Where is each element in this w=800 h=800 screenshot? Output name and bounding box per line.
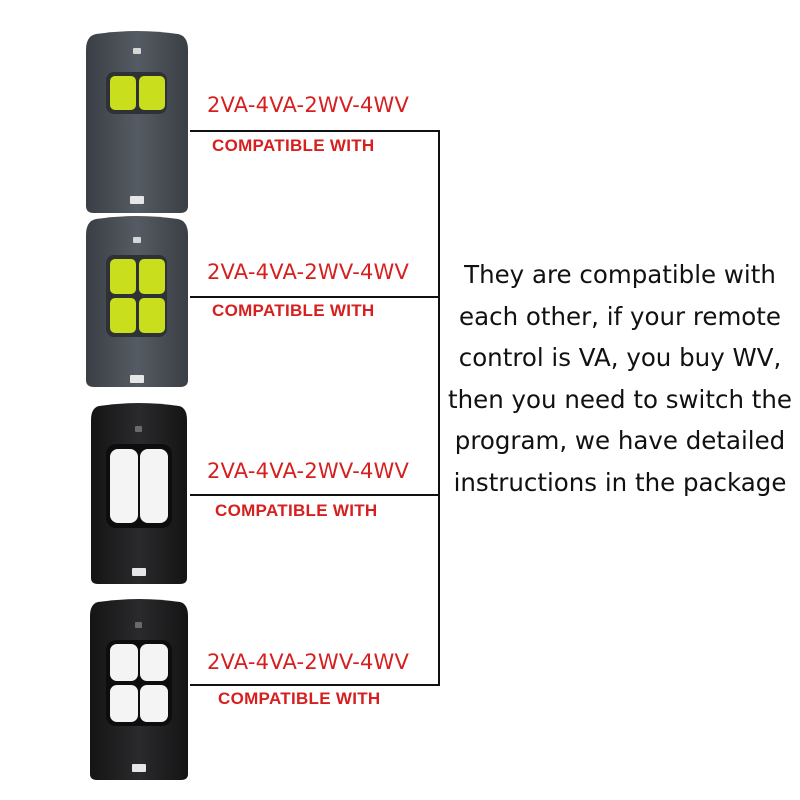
model-label-4: 2VA-4VA-2WV-4WV xyxy=(207,650,410,674)
compatible-label-2: COMPATIBLE WITH xyxy=(212,301,375,320)
compatible-label-1: COMPATIBLE WITH xyxy=(212,136,375,155)
model-label-3: 2VA-4VA-2WV-4WV xyxy=(207,459,410,483)
connector-line-3 xyxy=(190,494,440,496)
connector-line-1 xyxy=(190,130,440,132)
connector-line-2 xyxy=(190,296,440,298)
bracket-line xyxy=(438,130,440,686)
compatible-label-3: COMPATIBLE WITH xyxy=(215,501,378,520)
connector-line-4 xyxy=(190,684,440,686)
remote-black-4-button-image xyxy=(88,598,190,782)
remote-black-2-button-image xyxy=(89,402,189,586)
compatible-label-4: COMPATIBLE WITH xyxy=(218,689,381,708)
model-label-1: 2VA-4VA-2WV-4WV xyxy=(207,93,410,117)
remote-grey-4-button-image xyxy=(84,215,190,389)
remote-grey-2-button-image xyxy=(84,30,190,215)
compatibility-description: They are compatible with each other, if … xyxy=(448,260,792,497)
model-label-2: 2VA-4VA-2WV-4WV xyxy=(207,260,410,284)
